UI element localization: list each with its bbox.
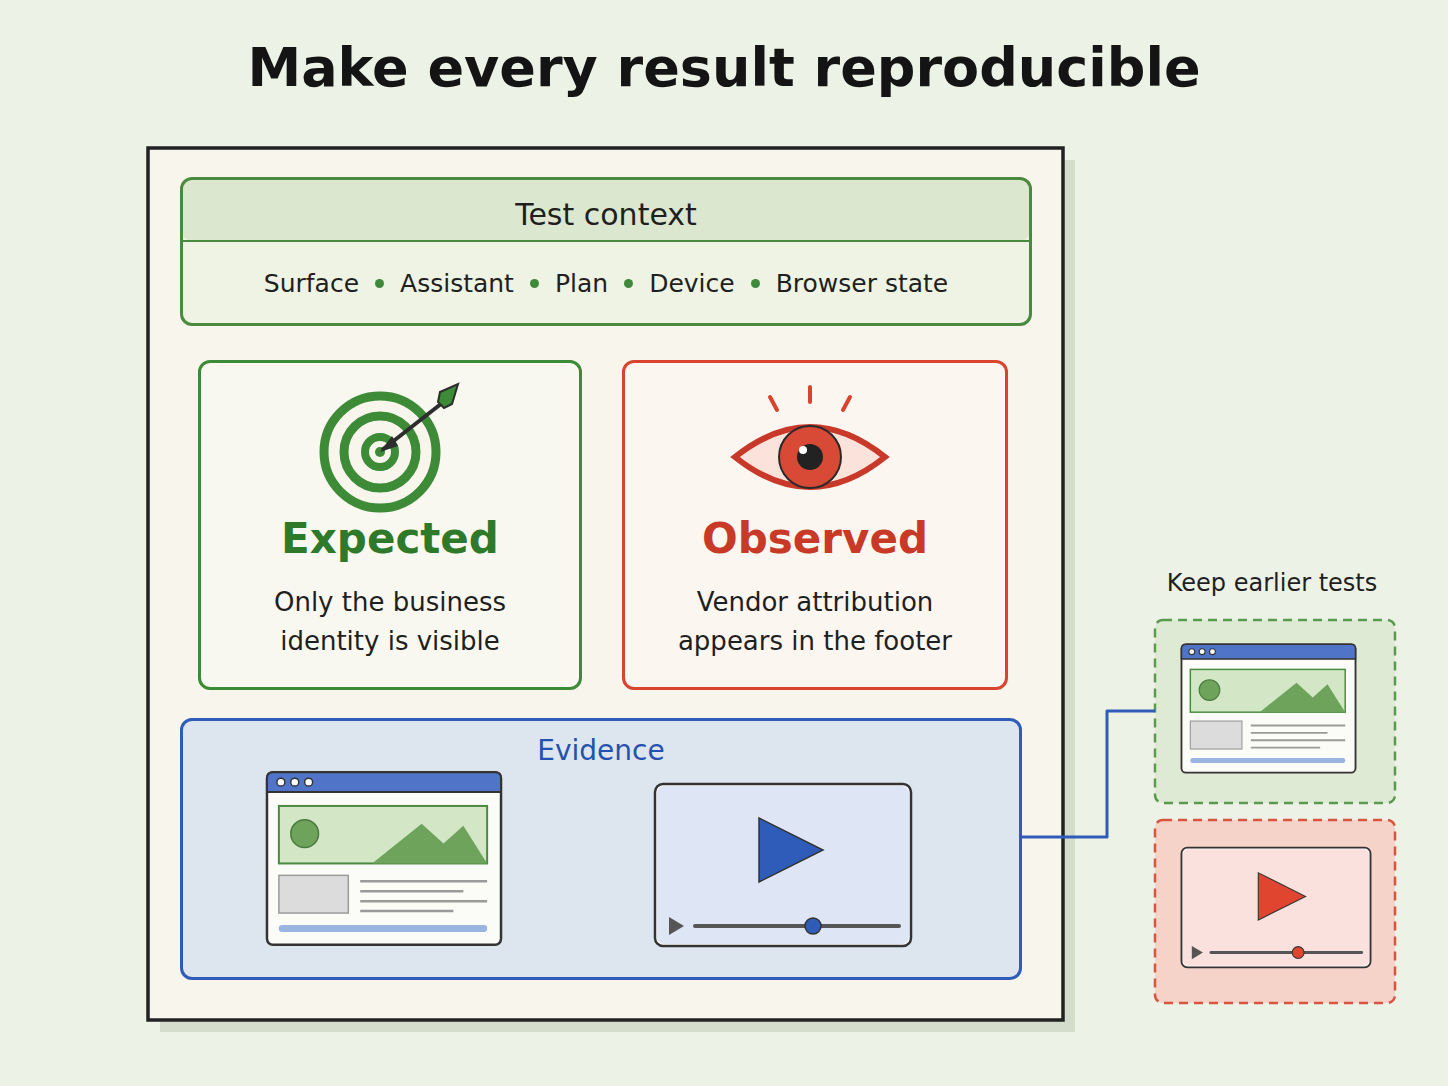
archived-screenshot-icon — [1181, 644, 1355, 772]
context-box: Test contextSurface Assistant Plan Device Br… — [180, 177, 1032, 326]
separator-dot — [375, 279, 384, 288]
separator-dot — [624, 279, 633, 288]
panel-body: Vendor attribution appears in the footer — [645, 583, 985, 661]
archive-group: Keep earlier tests — [1130, 568, 1420, 1003]
evidence-box: Evidence — [180, 718, 1022, 980]
recording-icon — [655, 784, 911, 946]
connectors — [1022, 711, 1155, 837]
section-heading: Test context — [183, 196, 1029, 234]
context-item: Browser state — [776, 269, 949, 298]
archived-screenshot-frame — [1155, 620, 1395, 803]
page-title: Make every result reproducible — [0, 36, 1448, 99]
context-item: Assistant — [400, 269, 514, 298]
context-row: Surface Assistant Plan Device Browser state — [183, 244, 1029, 323]
archived-recording-frame — [1155, 820, 1395, 1003]
section-heading: Evidence — [183, 733, 1019, 768]
panel-heading: Observed — [625, 513, 1005, 566]
target-icon — [324, 384, 458, 508]
context-item: Device — [649, 269, 735, 298]
box-fill — [622, 360, 1008, 690]
panel-body: Only the business identity is visible — [225, 583, 555, 661]
separator-dot — [530, 279, 539, 288]
box-fill — [180, 177, 1032, 326]
screenshot-icon — [267, 772, 501, 945]
group-heading: Keep earlier tests — [1130, 568, 1414, 598]
panel-heading: Expected — [201, 513, 579, 566]
box-fill — [198, 360, 582, 690]
header-band — [182, 179, 1030, 241]
box-fills — [180, 177, 1420, 1003]
archived-recording-icon — [1181, 848, 1370, 968]
context-item: Surface — [264, 269, 359, 298]
sheet-panel — [148, 148, 1063, 1020]
box-fill — [1130, 568, 1420, 1003]
box-fill — [180, 718, 1022, 980]
connector-line — [1022, 711, 1155, 837]
separator-dot — [751, 279, 760, 288]
context-item: Plan — [555, 269, 608, 298]
title-holder: Make every result reproducible — [0, 36, 1448, 99]
header-divider — [180, 240, 1032, 242]
observed-box: ObservedVendor attribution appears in th… — [622, 360, 1008, 690]
eye-icon — [735, 387, 885, 488]
expected-box: ExpectedOnly the business identity is vi… — [198, 360, 582, 690]
